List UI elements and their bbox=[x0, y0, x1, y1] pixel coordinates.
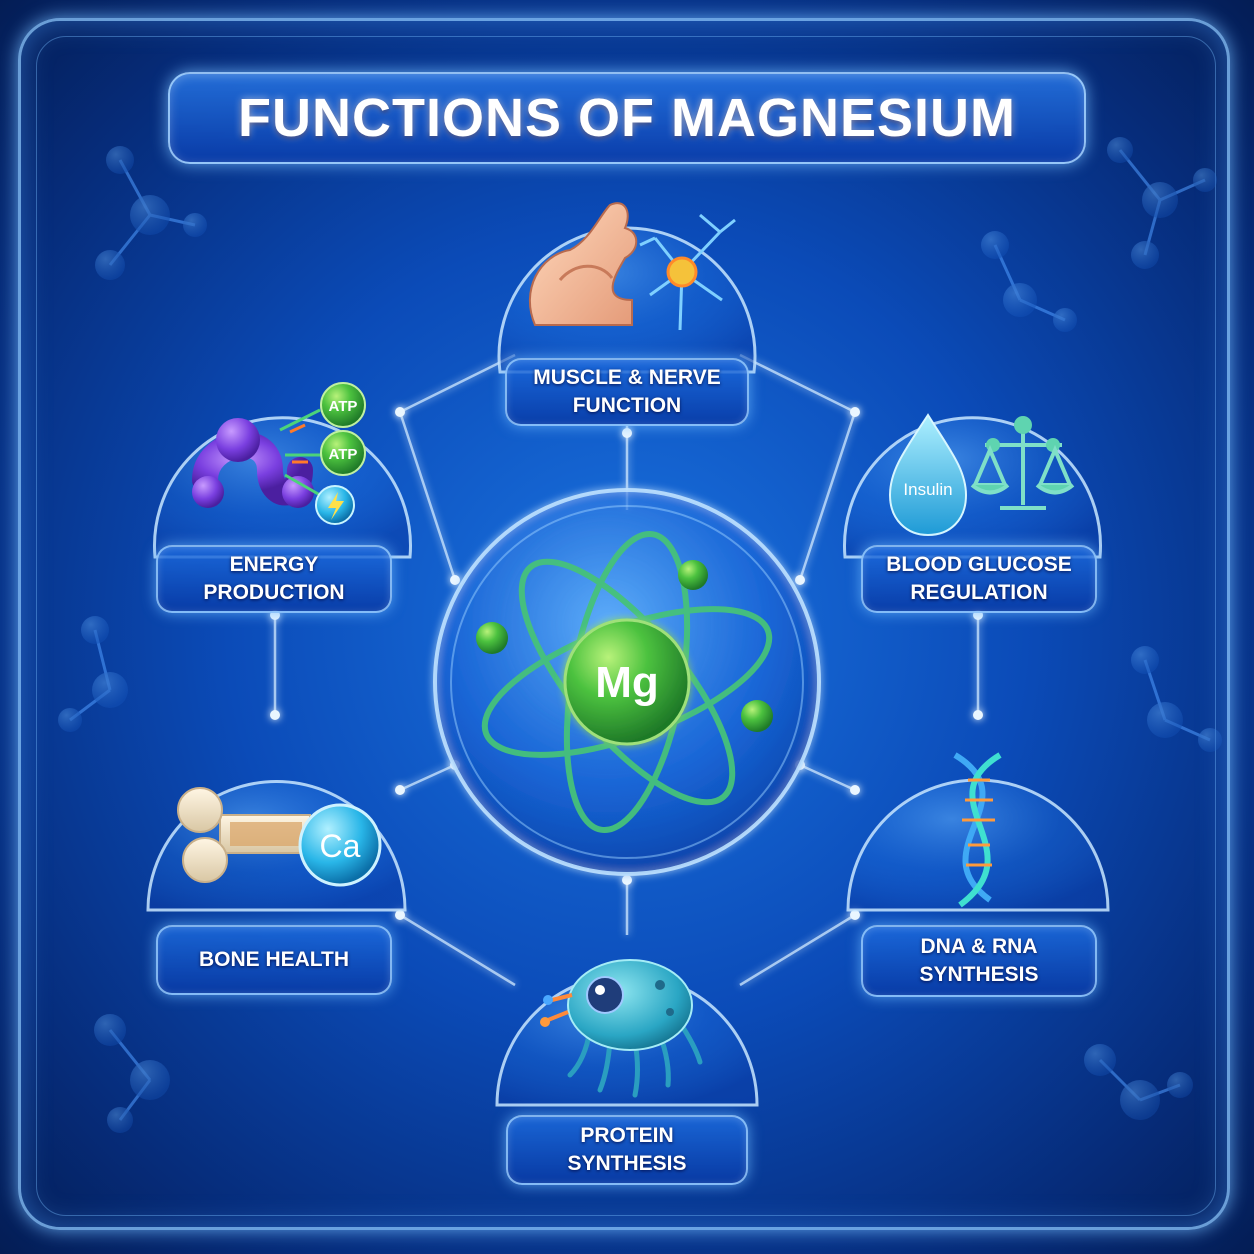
inner-frame bbox=[36, 36, 1216, 1216]
calcium-icon: Ca bbox=[298, 803, 382, 887]
label-dna-rna: DNA & RNA SYNTHESIS bbox=[861, 925, 1097, 997]
lightning-icon bbox=[315, 485, 355, 525]
enzyme-molecule-icon bbox=[192, 418, 314, 508]
bone-icon bbox=[177, 787, 311, 883]
label-glucose-text: BLOOD GLUCOSE REGULATION bbox=[886, 553, 1072, 604]
svg-text:ATP: ATP bbox=[329, 398, 358, 415]
label-muscle-nerve-text: MUSCLE & NERVE FUNCTION bbox=[533, 366, 721, 417]
label-bone: BONE HEALTH bbox=[156, 925, 392, 995]
dna-helix-icon bbox=[953, 752, 1002, 908]
label-protein-text: PROTEIN SYNTHESIS bbox=[567, 1124, 687, 1175]
title-banner: FUNCTIONS OF MAGNESIUM bbox=[168, 72, 1086, 164]
label-energy: ENERGY PRODUCTION bbox=[156, 545, 392, 613]
cell-protein-icon bbox=[540, 959, 703, 1098]
balance-scale-icon bbox=[970, 416, 1075, 510]
label-glucose: BLOOD GLUCOSE REGULATION bbox=[861, 545, 1097, 613]
insulin-drop-icon: Insulin bbox=[888, 413, 968, 537]
svg-text:Insulin: Insulin bbox=[903, 480, 952, 499]
label-bone-text: BONE HEALTH bbox=[198, 948, 350, 971]
label-dna-rna-text: DNA & RNA SYNTHESIS bbox=[919, 935, 1039, 986]
mg-symbol: Mg bbox=[595, 658, 659, 707]
atp-icon-2: ATP bbox=[320, 430, 366, 476]
energy-arrows bbox=[279, 408, 325, 497]
outer-frame bbox=[18, 18, 1230, 1230]
svg-text:Ca: Ca bbox=[320, 828, 361, 864]
label-energy-text: ENERGY PRODUCTION bbox=[203, 553, 345, 604]
magnesium-atom: Mg bbox=[433, 488, 821, 876]
connector-lines bbox=[273, 353, 980, 987]
svg-text:ATP: ATP bbox=[329, 446, 358, 463]
atp-icon-1: ATP bbox=[320, 382, 366, 428]
label-protein: PROTEIN SYNTHESIS bbox=[506, 1115, 748, 1185]
flexed-arm-icon bbox=[529, 202, 638, 326]
page-title: FUNCTIONS OF MAGNESIUM bbox=[238, 88, 1016, 148]
neuron-icon bbox=[639, 213, 736, 331]
label-muscle-nerve: MUSCLE & NERVE FUNCTION bbox=[505, 358, 749, 426]
background-molecules bbox=[58, 137, 1222, 1133]
